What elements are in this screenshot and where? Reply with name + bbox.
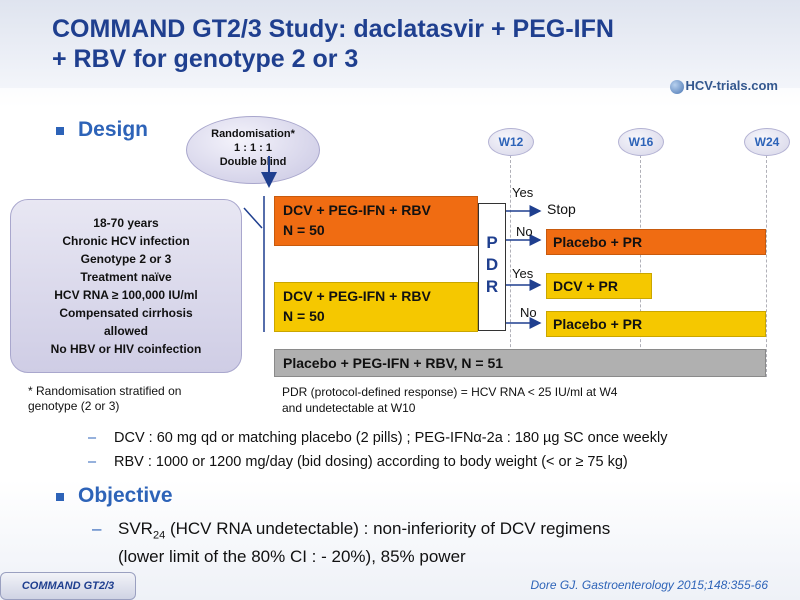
arm2-yes-label: Yes (512, 266, 534, 281)
arm2-box: DCV + PEG-IFN + RBV N = 50 (274, 282, 478, 332)
arm1-box: DCV + PEG-IFN + RBV N = 50 (274, 196, 478, 246)
arm1-n: N = 50 (283, 222, 325, 238)
week-w12-badge: W12 (488, 128, 534, 156)
dash-icon: – (88, 454, 97, 470)
criteria-item: HCV RNA ≥ 100,000 IU/ml (54, 288, 198, 302)
pdr-letter: D (485, 255, 499, 274)
pdr-box: P D R (478, 203, 506, 331)
objective-svr: SVR (118, 519, 153, 538)
objective-line-1: (HCV RNA undetectable) : non-inferiority… (165, 519, 611, 538)
criteria-item: No HBV or HIV coinfection (50, 342, 202, 356)
arm2-regimen: DCV + PEG-IFN + RBV (283, 288, 431, 304)
design-heading: Design (78, 118, 149, 141)
criteria-item: Compensated cirrhosis (59, 306, 193, 320)
randomisation-line-2: 1 : 1 : 1 (234, 142, 272, 154)
objective-svr-sub: 24 (152, 529, 166, 542)
randomisation-line-1: Randomisation* (211, 128, 295, 140)
arm2-no-label: No (520, 305, 537, 320)
objective-line-2: (lower limit of the 80% CI : - 20%), 85%… (118, 547, 466, 567)
criteria-item: Genotype 2 or 3 (80, 252, 172, 266)
arm3-box: Placebo + PEG-IFN + RBV, N = 51 (274, 349, 766, 377)
w16-line (640, 155, 641, 377)
logo-icon (669, 79, 684, 94)
pdr-definition-note: PDR (protocol-defined response) = HCV RN… (282, 384, 762, 416)
title-bar (0, 0, 800, 88)
pdr-letter: R (485, 277, 499, 296)
slide-title: COMMAND GT2/3 Study: daclatasvir + PEG-I… (52, 14, 752, 74)
criteria-item: allowed (103, 324, 148, 338)
criteria-item: 18-70 years (93, 216, 159, 230)
pdr-note-line-2: and undetectable at W10 (282, 401, 416, 415)
dash-icon: – (88, 430, 97, 446)
design-bullet-icon (56, 127, 64, 135)
objective-text: –SVR24 (HCV RNA undetectable) : non-infe… (92, 518, 610, 568)
criteria-connector (243, 207, 263, 229)
arm1-yes-label: Yes (512, 185, 534, 200)
dosing-item-dcv: – DCV : 60 mg qd or matching placebo (2 p… (88, 430, 667, 446)
inclusion-criteria-box: 18-70 years Chronic HCV infection Genoty… (10, 199, 242, 373)
arm2-n: N = 50 (283, 308, 325, 324)
w12-line (510, 155, 511, 377)
arm1-placebo-pr-box: Placebo + PR (546, 229, 766, 255)
week-w24-badge: W24 (744, 128, 790, 156)
reference-citation: Dore GJ. Gastroenterology 2015;148:355-6… (530, 578, 768, 592)
dash-icon: – (92, 519, 102, 538)
criteria-item: Treatment naïve (80, 270, 172, 284)
objective-bullet-icon (56, 493, 64, 501)
pdr-letter: P (486, 233, 498, 252)
criteria-item: Chronic HCV infection (62, 234, 190, 248)
stratification-note: * Randomisation stratified on genotype (… (28, 384, 182, 413)
arm2-placebo-pr-box: Placebo + PR (546, 311, 766, 337)
randomisation-ellipse: Randomisation* 1 : 1 : 1 Double blind (186, 116, 320, 184)
w24-line (766, 155, 767, 377)
hcv-trials-logo: HCV-trials.com (669, 78, 778, 94)
objective-heading: Objective (78, 484, 173, 507)
stop-label: Stop (547, 201, 576, 217)
study-tag: COMMAND GT2/3 (0, 572, 136, 600)
arm1-regimen: DCV + PEG-IFN + RBV (283, 202, 431, 218)
dosing-text: RBV : 1000 or 1200 mg/day (bid dosing) a… (114, 454, 628, 470)
week-w16-badge: W16 (618, 128, 664, 156)
dosing-text: DCV : 60 mg qd or matching placebo (2 pi… (114, 430, 668, 446)
dosing-item-rbv: – RBV : 1000 or 1200 mg/day (bid dosing) … (88, 454, 628, 470)
arm2-dcv-pr-box: DCV + PR (546, 273, 652, 299)
title-line-2: + RBV for genotype 2 or 3 (52, 45, 359, 73)
arm1-no-label: No (516, 224, 533, 239)
pdr-note-line-1: PDR (protocol-defined response) = HCV RN… (282, 385, 618, 399)
title-line-1: COMMAND GT2/3 Study: daclatasvir + PEG-I… (52, 15, 614, 43)
logo-text: HCV-trials.com (685, 78, 778, 93)
